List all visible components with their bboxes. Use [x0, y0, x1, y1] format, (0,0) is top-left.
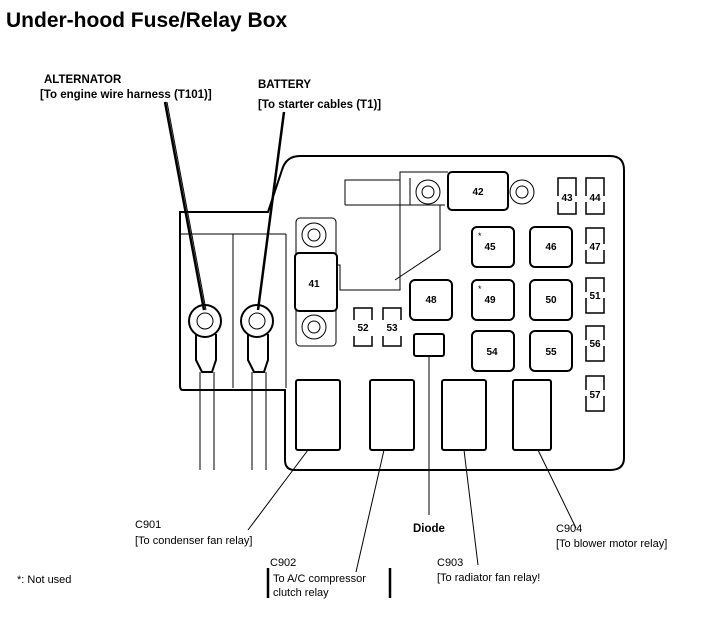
fuse-44	[585, 177, 605, 215]
c904-id: C904	[556, 523, 582, 535]
battery-leader	[256, 111, 286, 311]
svg-text:53: 53	[386, 323, 398, 334]
svg-text:43: 43	[561, 193, 573, 204]
svg-text:52: 52	[357, 323, 369, 334]
fuse-41-terminal-top	[301, 222, 327, 248]
svg-text:44: 44	[589, 193, 601, 204]
svg-text:42: 42	[472, 187, 484, 198]
battery-terminal	[240, 304, 274, 338]
fuse-48	[409, 279, 453, 321]
fuse-51	[585, 277, 605, 314]
alternator-leader	[163, 101, 206, 311]
c903-desc: [To radiator fan relay!	[437, 572, 540, 584]
battery-desc: [To starter cables (T1)]	[258, 99, 381, 111]
svg-text:45: 45	[484, 242, 496, 253]
c902-id: C902	[270, 557, 296, 569]
svg-text:46: 46	[545, 242, 557, 253]
fuse-53	[382, 307, 402, 347]
diode-component	[413, 333, 445, 357]
page-title: Under-hood Fuse/Relay Box	[6, 9, 288, 32]
c904-desc: [To blower motor relay]	[556, 538, 667, 550]
svg-text:54: 54	[486, 347, 498, 358]
c902-desc-line2: clutch relay	[273, 587, 329, 599]
svg-text:50: 50	[545, 295, 557, 306]
svg-text:55: 55	[545, 347, 557, 358]
alternator-label: ALTERNATOR	[44, 74, 122, 86]
c904-leader	[537, 449, 577, 529]
c901-id: C901	[135, 519, 161, 531]
fuse-57	[585, 375, 605, 412]
connector-c901-socket	[295, 379, 341, 451]
c902-leader	[355, 449, 385, 573]
alternator-desc: [To engine wire harness (T101)]	[40, 89, 212, 101]
fuse-box-outline	[179, 155, 625, 471]
diode-label: Diode	[413, 523, 445, 535]
fuse-54	[471, 330, 515, 372]
fuse-50	[529, 279, 573, 321]
not-used-legend: *: Not used	[17, 574, 71, 586]
svg-text:57: 57	[589, 390, 601, 401]
svg-text:*: *	[478, 284, 482, 294]
svg-text:47: 47	[589, 242, 601, 253]
fuse-42-terminal-right	[509, 179, 535, 205]
fuse-55	[529, 330, 573, 372]
fuse-43	[557, 177, 577, 215]
svg-text:49: 49	[484, 295, 496, 306]
c902-desc-line1: To A/C compressor	[273, 573, 366, 585]
fuse-56	[585, 325, 605, 362]
svg-text:56: 56	[589, 339, 601, 350]
connector-c903-socket	[441, 379, 487, 451]
c901-leader	[247, 449, 309, 531]
fuse-42-terminal-left	[415, 179, 441, 205]
fuse-42	[447, 171, 509, 211]
fuse-41-terminal-bottom	[301, 314, 327, 340]
bus-bar	[325, 171, 448, 291]
fuse-41	[294, 252, 338, 312]
fuse-46	[529, 226, 573, 268]
c903-leader	[463, 449, 479, 566]
c901-desc: [To condenser fan relay]	[135, 535, 252, 547]
alternator-terminal	[188, 304, 222, 338]
svg-text:41: 41	[308, 279, 320, 290]
connector-c902-socket	[369, 379, 415, 451]
battery-label: BATTERY	[258, 79, 311, 91]
c903-id: C903	[437, 557, 463, 569]
svg-text:51: 51	[589, 291, 601, 302]
connector-c904-socket	[512, 379, 552, 451]
fuse-45	[471, 226, 515, 268]
svg-text:*: *	[478, 231, 482, 241]
fuse-52	[353, 307, 373, 347]
fuse-47	[585, 227, 605, 264]
fuse-49	[471, 279, 515, 321]
svg-text:48: 48	[425, 295, 437, 306]
